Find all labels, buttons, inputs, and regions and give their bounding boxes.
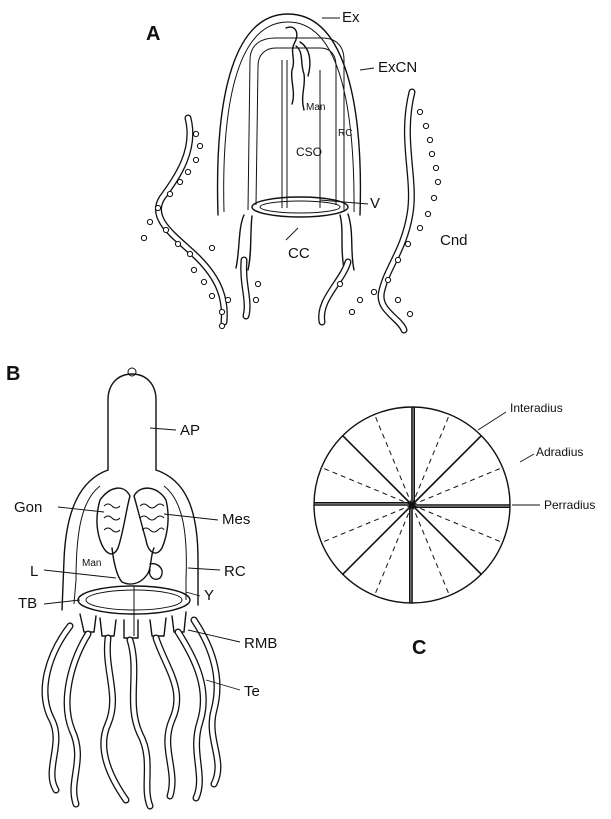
leader-gon <box>58 507 104 512</box>
radius-line-dashed <box>322 505 413 543</box>
tentacle-mid-right <box>322 262 377 322</box>
leader-rc-b <box>188 568 220 570</box>
label-man-a: Man <box>306 102 325 113</box>
panel-c: C Interadius Adradius Perradius <box>314 401 595 659</box>
gonad-folds <box>104 504 164 532</box>
apical-tip <box>128 368 136 376</box>
gonad-left <box>97 488 130 554</box>
radius-line-dashed <box>412 505 503 543</box>
leader-excn <box>360 68 374 70</box>
radius-line-solid <box>343 436 412 505</box>
label-man-b: Man <box>82 558 101 569</box>
leader-l <box>44 570 116 578</box>
label-perradius: Perradius <box>544 498 595 512</box>
label-cso: CSO <box>296 145 322 159</box>
panel-b: B <box>6 363 277 806</box>
label-excn: ExCN <box>378 59 417 76</box>
tentacle-right <box>381 92 441 330</box>
tentacle-left <box>141 118 230 329</box>
radius-line-dashed <box>412 415 450 506</box>
leader-te <box>206 680 240 690</box>
radius-line-solid <box>343 505 412 574</box>
velum-inner <box>260 201 340 213</box>
label-v: V <box>370 195 380 212</box>
panel-a-letter: A <box>146 23 160 45</box>
label-l: L <box>30 563 38 580</box>
radius-line-dashed <box>322 468 413 506</box>
leader-rmb <box>188 630 240 642</box>
label-cc: CC <box>288 245 310 262</box>
label-ap: AP <box>180 422 200 439</box>
leader-interadius <box>478 412 506 430</box>
label-cnd: Cnd <box>440 232 468 249</box>
radius-line-solid <box>412 436 481 505</box>
label-gon: Gon <box>14 499 42 516</box>
label-y: Y <box>204 587 214 604</box>
radius-line-dashed <box>412 505 450 596</box>
label-rc-a: RC <box>338 128 352 139</box>
leader-cc <box>286 228 298 240</box>
panel-c-letter: C <box>412 637 426 659</box>
panel-a: A <box>141 9 467 330</box>
panel-b-letter: B <box>6 363 20 385</box>
label-ex: Ex <box>342 9 360 26</box>
label-interadius: Interadius <box>510 401 563 415</box>
radial-symmetry-diagram <box>314 407 510 603</box>
label-mes: Mes <box>222 511 250 528</box>
ring-marginal-bulbs <box>80 612 186 638</box>
radius-line-dashed <box>412 468 503 506</box>
label-tb: TB <box>18 595 37 612</box>
label-rmb: RMB <box>244 635 277 652</box>
leader-ap <box>150 428 176 430</box>
manubrium <box>286 27 310 110</box>
radius-line-dashed <box>375 415 413 506</box>
bell-b-outer <box>62 470 198 610</box>
label-rc-b: RC <box>224 563 246 580</box>
bell-inner-outline <box>224 22 354 212</box>
label-te: Te <box>244 683 260 700</box>
gonad-right <box>134 488 168 553</box>
tentacle-mid-left <box>244 260 261 316</box>
radius-line-solid <box>412 505 481 574</box>
apical-projection <box>108 374 156 470</box>
radius-line-dashed <box>375 505 413 596</box>
leader-adradius <box>520 454 534 462</box>
subumbrella-cavity <box>248 38 344 210</box>
label-adradius: Adradius <box>536 445 583 459</box>
subumbrella-inner <box>256 48 336 205</box>
leader-mes <box>164 514 218 520</box>
tentacles-b <box>45 620 218 806</box>
velum <box>252 197 348 217</box>
